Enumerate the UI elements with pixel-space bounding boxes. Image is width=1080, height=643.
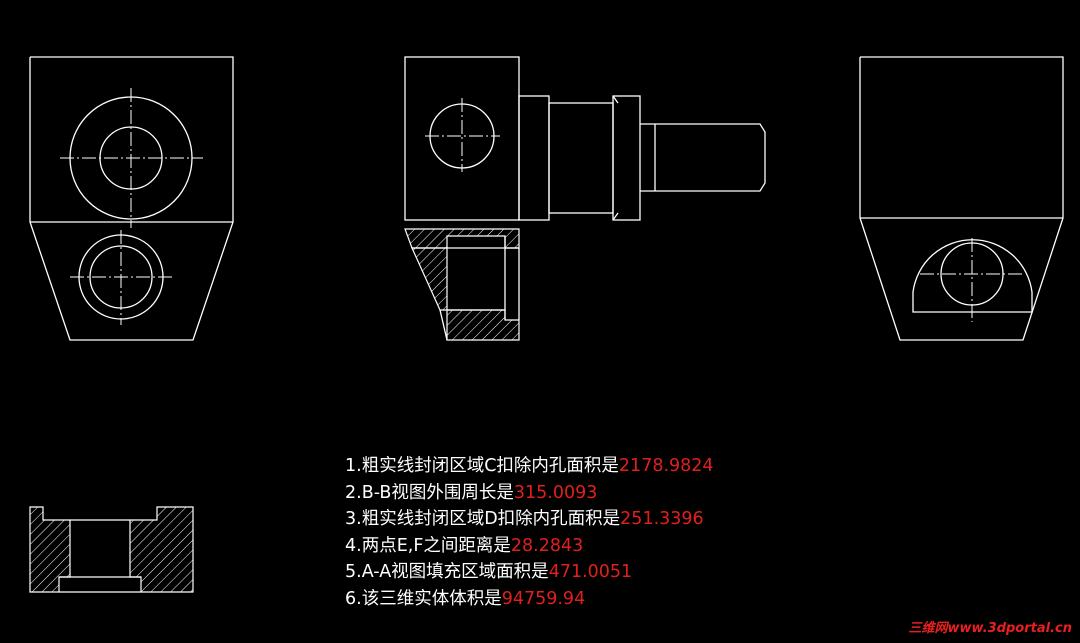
note-6-label: 6.该三维实体体积是 — [345, 588, 502, 609]
rear-view — [859, 56, 1064, 341]
note-6-value: 94759.94 — [501, 588, 586, 609]
note-3-value: 251.3396 — [620, 509, 704, 530]
note-1-label: 1.粗实线封闭区域C扣除内孔面积是 — [345, 456, 619, 476]
note-6: 6.该三维实体体积是94759.94 — [345, 586, 714, 613]
note-3-label: 3.粗实线封闭区域D扣除内孔面积是 — [345, 509, 621, 530]
note-2: 2.B-B视图外围周长是315.0093 — [345, 480, 714, 507]
note-4: 4.两点E,F之间距离是28.2843 — [345, 533, 714, 560]
section-view — [29, 506, 194, 593]
note-5: 5.A-A视图填充区域面积是471.0051 — [345, 559, 714, 586]
note-3: 3.粗实线封闭区域D扣除内孔面积是251.3396 — [345, 506, 714, 533]
note-2-value: 315.0093 — [513, 482, 598, 503]
watermark: 三维网www.3dportal.cn — [908, 621, 1072, 636]
note-1: 1.粗实线封闭区域C扣除内孔面积是2178.9824 — [345, 453, 714, 480]
note-4-value: 28.2843 — [510, 535, 584, 556]
note-5-label: 5.A-A视图填充区域面积是 — [345, 562, 549, 583]
note-2-label: 2.B-B视图外围周长是 — [345, 482, 514, 503]
note-5-value: 471.0051 — [548, 562, 633, 583]
note-4-label: 4.两点E,F之间距离是 — [345, 535, 511, 556]
question-list: 1.粗实线封闭区域C扣除内孔面积是2178.9824 2.B-B视图外围周长是3… — [345, 453, 714, 613]
note-1-value: 2178.9824 — [618, 456, 714, 476]
front-view — [29, 56, 234, 341]
side-view — [404, 56, 766, 341]
